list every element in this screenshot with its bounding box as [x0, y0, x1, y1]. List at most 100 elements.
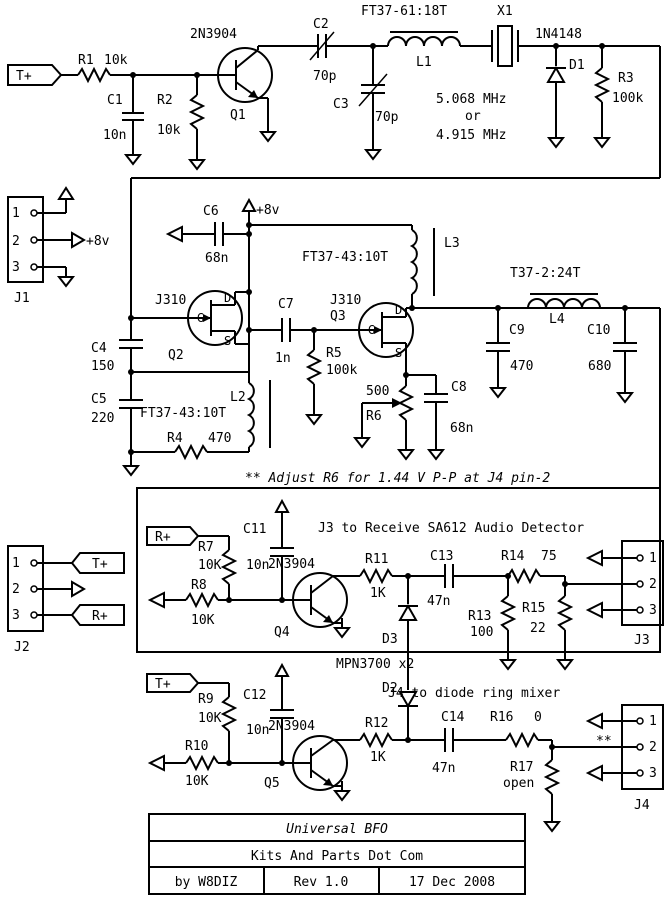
ground-symbol — [594, 127, 610, 148]
ground-symbol — [365, 139, 381, 160]
r16-ref: R16 — [490, 710, 513, 725]
r3-resistor — [593, 67, 611, 103]
ground-symbol — [544, 811, 560, 832]
r12-ref: R12 — [365, 716, 388, 731]
c4-ref: C4 — [91, 341, 107, 356]
r14-value: 75 — [541, 549, 557, 564]
ground-symbol — [490, 377, 506, 398]
q3-gate-pin: G — [368, 323, 375, 337]
r1-ref: R1 — [78, 53, 94, 68]
ground-symbol — [428, 439, 444, 460]
ground-symbol — [260, 121, 276, 142]
j2-t-plus-tag: T+ — [92, 557, 108, 572]
r10-value: 10K — [185, 774, 209, 789]
c10-ref: C10 — [587, 323, 610, 338]
l3-ref: L3 — [444, 236, 460, 251]
r-plus-tag: R+ — [155, 530, 171, 545]
title-block: Universal BFO Kits And Parts Dot Com by … — [148, 813, 526, 895]
r7-resistor — [220, 549, 238, 585]
j1-8v-label: +8v — [86, 234, 110, 249]
c7-value: 1n — [275, 351, 291, 366]
q1-transistor — [217, 47, 273, 103]
ground-symbol — [354, 427, 370, 448]
c11-ref: C11 — [243, 522, 266, 537]
r17-resistor — [543, 759, 561, 795]
r13-value: 100 — [470, 625, 493, 640]
l3-value: FT37-43:10T — [302, 250, 388, 265]
j3-pin-1: 1 — [649, 551, 657, 566]
c14-ref: C14 — [441, 710, 465, 725]
r6-value: 500 — [366, 384, 389, 399]
c1-value: 10n — [103, 128, 126, 143]
c11-value: 10n — [246, 558, 269, 573]
diode-pair-d2-d3: D3 MPN3700 x2 D2 — [336, 576, 418, 740]
r13-ref: R13 — [468, 609, 491, 624]
ground-symbol — [58, 266, 74, 287]
c6-value: 68n — [205, 251, 228, 266]
j2-pin-3: 3 — [12, 608, 20, 623]
q1-part: 2N3904 — [190, 27, 237, 42]
freq-line-1: 5.068 MHz — [436, 92, 506, 107]
freq-line-2: or — [465, 109, 481, 124]
l4-ref: L4 — [549, 312, 565, 327]
c12-ref: C12 — [243, 688, 266, 703]
j4-pin-3: 3 — [649, 766, 657, 781]
c9-ref: C9 — [509, 323, 525, 338]
c10-value: 680 — [588, 359, 611, 374]
r8-ref: R8 — [191, 578, 207, 593]
j1-pin-2: 2 — [12, 234, 20, 249]
d23-part: MPN3700 x2 — [336, 657, 414, 672]
x1-crystal — [491, 25, 519, 67]
q3-part: J310 — [330, 293, 361, 308]
j2-pin-2: 2 — [12, 582, 20, 597]
t-plus-tag-2: T+ — [155, 677, 171, 692]
c6-ref: C6 — [203, 204, 219, 219]
q4-transistor — [292, 572, 348, 628]
d2-ref: D2 — [382, 681, 398, 696]
ground-symbol — [398, 439, 414, 460]
j4-caption: J4 to diode ring mixer — [388, 686, 560, 701]
l1-ref: L1 — [416, 55, 432, 70]
r3-ref: R3 — [618, 71, 634, 86]
r17-ref: R17 — [510, 760, 533, 775]
title-block-date: 17 Dec 2008 — [409, 875, 495, 890]
r2-ref: R2 — [157, 93, 173, 108]
j3-label: J3 — [634, 633, 650, 648]
r11-ref: R11 — [365, 552, 388, 567]
j1-pin-3: 3 — [12, 260, 20, 275]
d1-diode — [546, 65, 566, 83]
d3-diode — [398, 603, 418, 621]
r3-value: 100k — [612, 91, 643, 106]
c3-value: 70p — [375, 110, 399, 125]
j2-label: J2 — [14, 640, 30, 655]
r12-value: 1K — [370, 750, 386, 765]
j2-pin-1: 1 — [12, 556, 20, 571]
q2-drain-pin: D — [224, 291, 231, 305]
t-plus-input-tag: T+ — [7, 64, 63, 86]
x1-ref: X1 — [497, 4, 513, 19]
r13-resistor — [499, 595, 517, 631]
r10-ref: R10 — [185, 739, 208, 754]
j2-r-plus-tag: R+ — [92, 609, 108, 624]
rail-8v-label: +8v — [256, 203, 280, 218]
receive-buffer-section: J3 to Receive SA612 Audio Detector R+ R7… — [136, 487, 661, 670]
buffer-amp-section: +8v C6 68n L3 FT37-43:10T T37-2:24T L4 — [91, 197, 661, 488]
j1-pin-1: 1 — [12, 206, 20, 221]
c1-ref: C1 — [107, 93, 123, 108]
r5-resistor — [305, 349, 323, 385]
title-block-author: by W8DIZ — [175, 875, 238, 890]
ground-symbol — [548, 127, 564, 148]
r15-value: 22 — [530, 621, 546, 636]
l2-value: FT37-43:10T — [140, 406, 226, 421]
c14-value: 47n — [432, 761, 455, 776]
j4-pin-2: 2 — [649, 740, 657, 755]
title-block-subtitle: Kits And Parts Dot Com — [251, 849, 423, 864]
r16-resistor — [505, 731, 539, 749]
q4-part: 2N3904 — [268, 557, 315, 572]
q3-drain-pin: D — [395, 303, 402, 317]
c5-value: 220 — [91, 411, 114, 426]
r9-resistor — [220, 696, 238, 732]
r14-ref: R14 — [501, 549, 525, 564]
r6-ref: R6 — [366, 409, 382, 424]
